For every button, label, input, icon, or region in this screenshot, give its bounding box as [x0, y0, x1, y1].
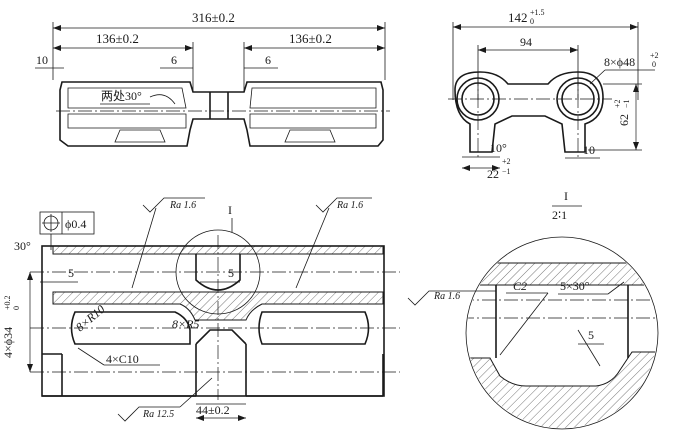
dim-10-end: 10 — [583, 143, 595, 157]
ra-bottom: Ra 12.5 — [142, 409, 174, 420]
position-tolerance: ϕ0.4 — [65, 217, 86, 231]
dim-5-mid: 5 — [228, 266, 234, 280]
bottom-dim: 44±0.2 — [196, 403, 230, 417]
radius-r5: 8×R5 — [172, 317, 199, 331]
left-span-dim: 136±0.2 — [96, 31, 139, 46]
right-span-dim: 136±0.2 — [289, 31, 332, 46]
width-dim: 142 — [508, 10, 528, 25]
dim-6-left: 6 — [171, 53, 177, 67]
detail-scale: 2∶1 — [552, 208, 567, 222]
dim-10-top: 10 — [36, 53, 48, 67]
foot-tol-lower: −1 — [502, 167, 511, 176]
detail-dim-5: 5 — [588, 328, 594, 342]
detail-chamfer-angle: 5×30° — [560, 279, 590, 293]
ra-top-left: Ra 1.6 — [169, 200, 196, 211]
detail-chamfer: C2 — [513, 279, 527, 293]
section-view: Ra 1.6 Ra 1.6 I ϕ0.4 30° — [1, 197, 400, 422]
note-30-two-places: 两处30° — [101, 89, 142, 103]
radius-r10: 8×R10 — [73, 302, 108, 334]
foot-dim: 22 — [487, 167, 499, 181]
angle-10: 10° — [490, 141, 507, 155]
hole-tol-lower: 0 — [652, 60, 656, 69]
detail-ra: Ra 1.6 — [433, 291, 460, 302]
hole-tol-upper: +2 — [650, 51, 659, 60]
foot-tol-upper: +2 — [502, 157, 511, 166]
dim-5-left: 5 — [68, 266, 74, 280]
hole-note: 8×ϕ48 — [604, 55, 635, 69]
detail-view: I 2∶1 Ra 1.6 C2 5×30° 5 — [407, 189, 659, 430]
height-tol-upper: +2 — [613, 99, 622, 108]
center-distance-dim: 94 — [520, 35, 532, 49]
bore-tol-upper: +0.2 — [3, 295, 12, 310]
bore-tol-lower: 0 — [12, 306, 21, 310]
end-view: 142 +1.5 0 94 8×ϕ48 +2 0 62 +2 −1 10° — [448, 8, 659, 181]
width-tol-upper: +1.5 — [530, 8, 545, 17]
chamfer-c10: 4×C10 — [106, 352, 139, 366]
overall-length-dim: 316±0.2 — [192, 10, 235, 25]
detail-marker-I: I — [228, 203, 232, 217]
ra-top-right: Ra 1.6 — [336, 200, 363, 211]
angle-30: 30° — [14, 239, 31, 253]
detail-label: I — [564, 189, 568, 203]
top-view: 316±0.2 136±0.2 136±0.2 10 6 6 — [35, 10, 390, 147]
height-dim: 62 — [617, 114, 631, 126]
width-tol-lower: 0 — [530, 17, 534, 26]
height-tol-lower: −1 — [622, 99, 631, 108]
bore-dim: 4×ϕ34 — [1, 327, 15, 358]
dim-6-right: 6 — [265, 53, 271, 67]
